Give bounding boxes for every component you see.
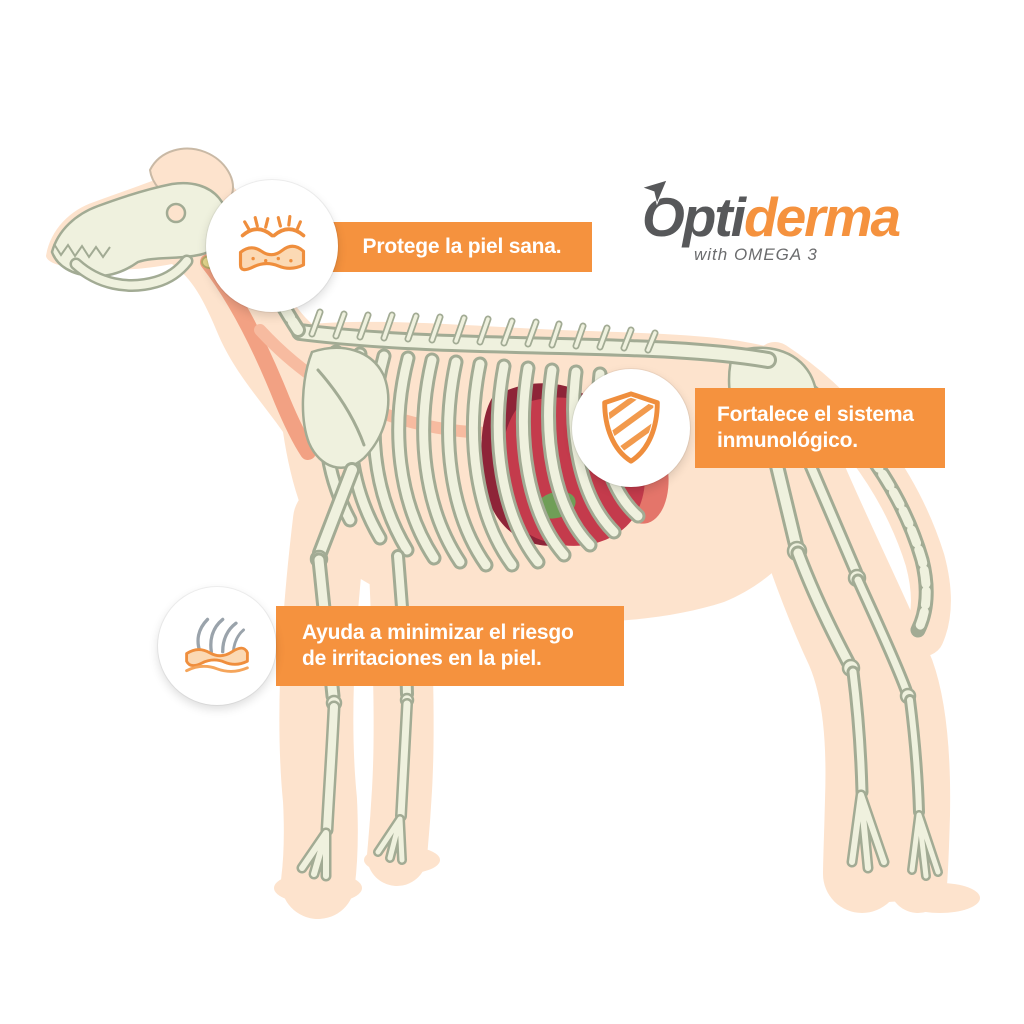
- logo-tagline: with OMEGA 3: [694, 245, 818, 264]
- brand-wordmark: ➤Optiderma: [638, 170, 952, 245]
- callout-text: de irritaciones en la piel.: [302, 647, 542, 670]
- shield-icon: [572, 369, 690, 487]
- logo-part-opti: Opti: [642, 186, 746, 248]
- skin-layer-icon: [206, 180, 338, 312]
- skeleton: [50, 147, 943, 882]
- brand-logo: ➤Optiderma with OMEGA 3: [638, 170, 952, 265]
- callout-text: Protege la piel sana.: [362, 235, 562, 259]
- callout-text: Ayuda a minimizar el riesgo: [302, 621, 574, 645]
- callout-protect-skin-label: Protege la piel sana.: [332, 222, 592, 272]
- callout-text: Fortalece el sistema: [717, 403, 914, 427]
- hair-follicle-icon: [158, 587, 276, 705]
- logo-part-derma: derma: [743, 186, 901, 248]
- callout-immune-system-label: Fortalece el sistema inmunológico.: [695, 388, 945, 468]
- callout-reduce-irritation-label: Ayuda a minimizar el riesgo de irritacio…: [276, 606, 624, 686]
- skull: [50, 147, 243, 292]
- callout-text: inmunológico.: [717, 429, 858, 452]
